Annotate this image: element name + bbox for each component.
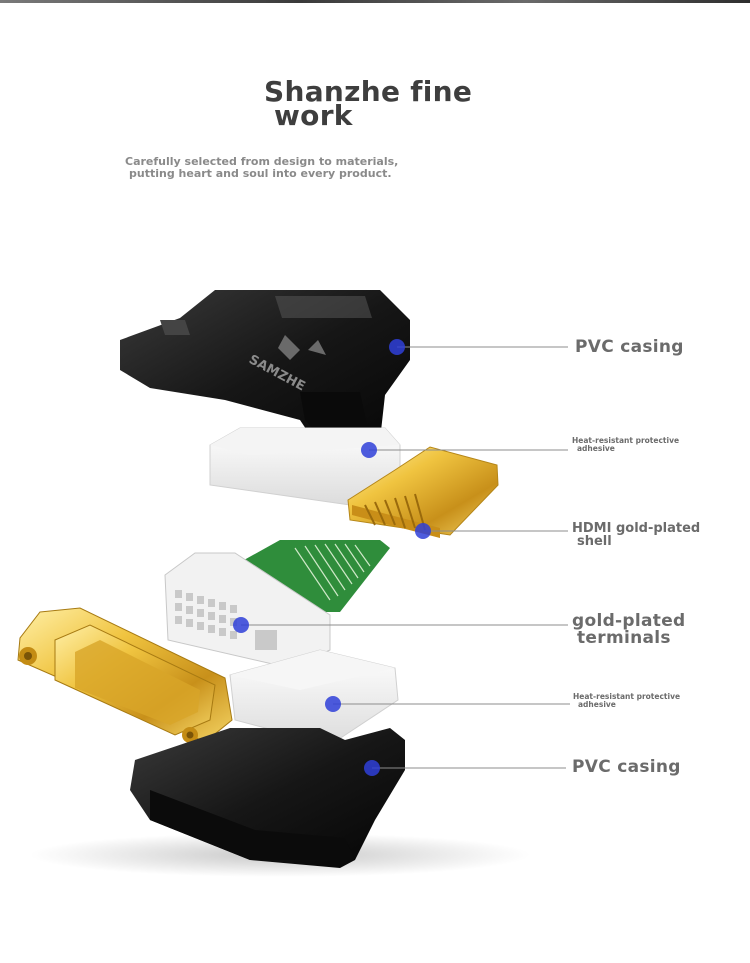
callout-label-line-2: adhesive (578, 700, 616, 709)
page-title: Shanzhe fine work (264, 75, 504, 132)
callout-pvc-casing-top: PVC casing (575, 339, 684, 356)
title-line-2: work (274, 99, 353, 132)
callout-hdmi-shell: HDMI gold-plated shell (572, 522, 700, 548)
callout-label-line-2: shell (577, 534, 612, 549)
callout-label: HDMI gold-plated (572, 521, 701, 536)
dvi-gold-shell (17, 607, 233, 743)
leader-lines (241, 346, 570, 769)
title-line-1: Shanzhe fine (264, 75, 473, 108)
page-subtitle: Carefully selected from design to materi… (125, 156, 445, 180)
top-adhesive (209, 427, 401, 506)
terminal-block (164, 552, 331, 669)
callout-label-line-2: terminals (577, 628, 671, 648)
callout-adhesive-top: Heat-resistant protective adhesive (572, 437, 679, 453)
callout-label: gold-plated (572, 611, 686, 631)
callout-label: Heat-resistant protective (572, 436, 680, 445)
subtitle-line-1: Carefully selected from design to materi… (125, 155, 399, 168)
callout-label: PVC casing (575, 337, 684, 357)
callout-label: PVC casing (572, 757, 681, 777)
top-rule (0, 0, 750, 3)
callout-label-line-2: adhesive (577, 444, 615, 453)
callout-adhesive-bottom: Heat-resistant protective adhesive (573, 693, 680, 709)
bottom-adhesive (229, 649, 399, 746)
callout-markers (233, 339, 431, 776)
callout-label: Heat-resistant protective (573, 692, 681, 701)
callout-pvc-casing-bottom: PVC casing (572, 759, 681, 776)
subtitle-line-2: putting heart and soul into every produc… (129, 167, 392, 180)
bottom-pvc-casing (130, 728, 405, 868)
callout-gold-terminals: gold-plated terminals (572, 613, 686, 647)
